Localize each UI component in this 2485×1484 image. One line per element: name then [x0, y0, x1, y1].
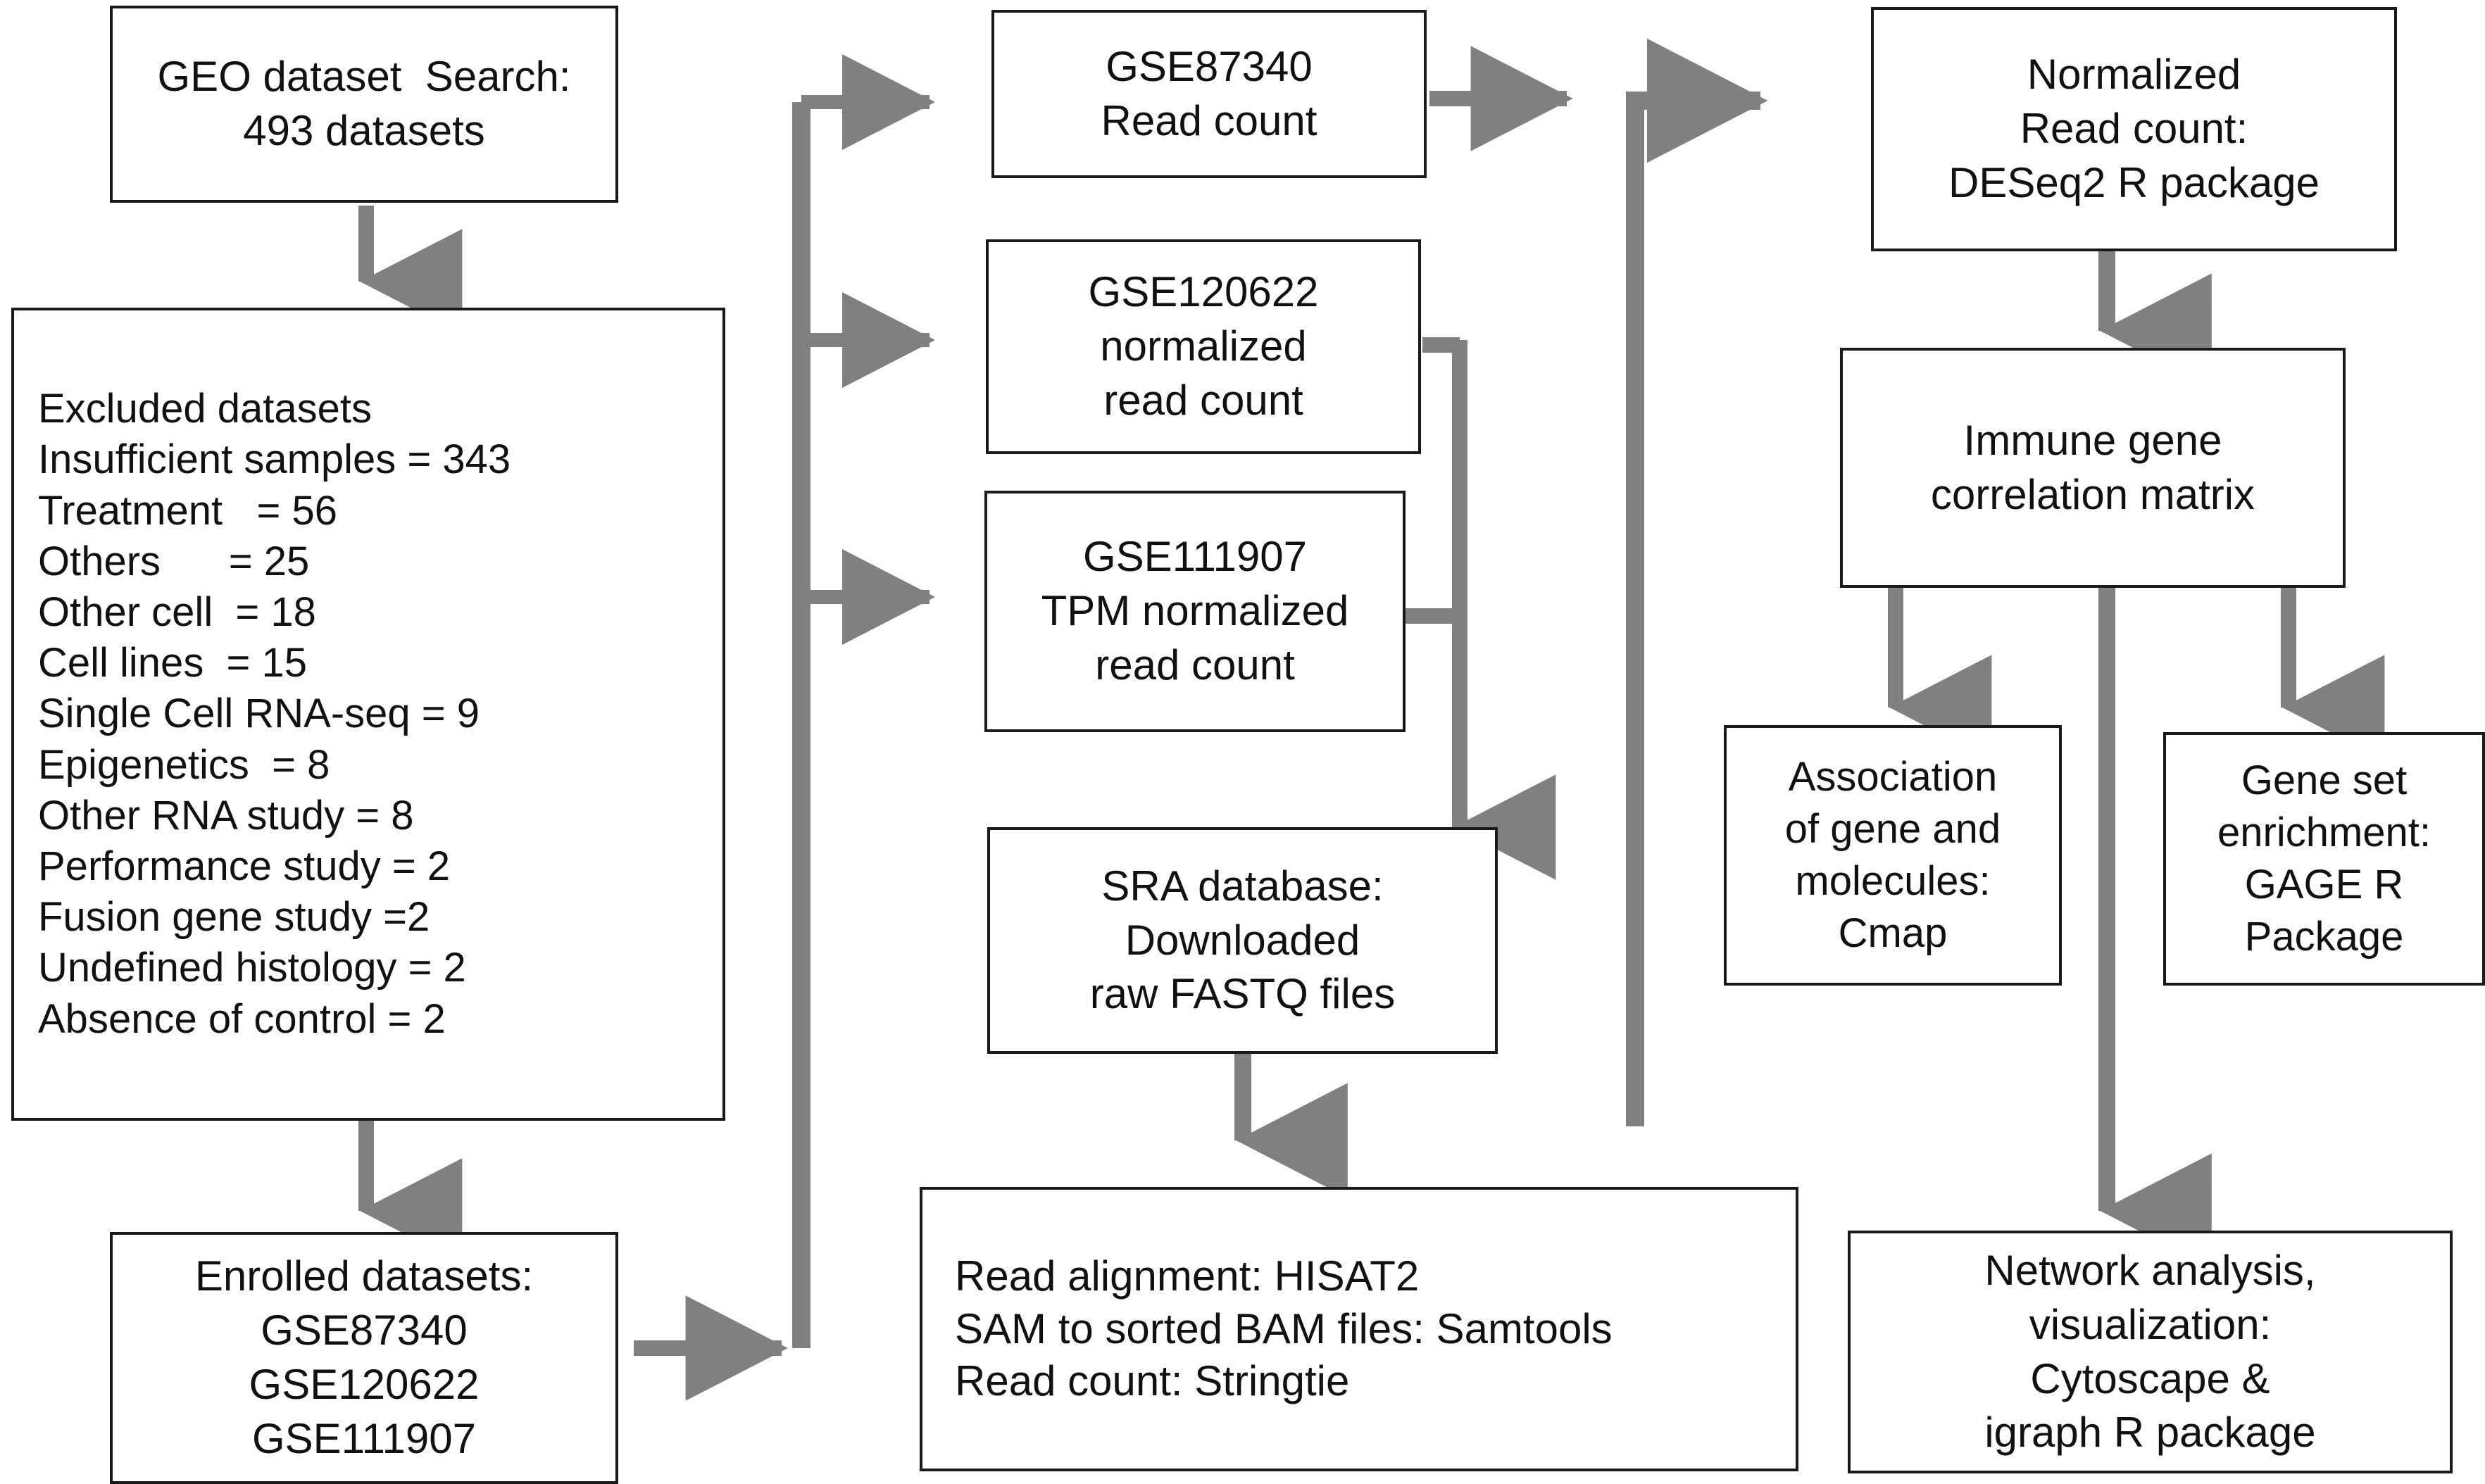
node-geo-dataset-search[interactable]: GEO dataset Search: 493 datasets: [110, 6, 618, 203]
gage-line-1: Gene set: [2241, 757, 2408, 803]
node-read-alignment[interactable]: Read alignment: HISAT2 SAM to sorted BAM…: [920, 1187, 1798, 1471]
cmap-line-2: of gene and: [1784, 805, 2001, 852]
enrolled-line-title: Enrolled datasets:: [194, 1252, 534, 1300]
excluded-line-insufficient-samples: Insufficient samples = 343: [38, 436, 511, 483]
cmap-line-1: Association: [1788, 753, 1998, 800]
network-line-4: igraph R package: [1984, 1409, 2316, 1457]
excluded-line-undefined-histology: Undefined histology = 2: [38, 945, 466, 991]
sra-line-3: raw FASTQ files: [1089, 970, 1396, 1018]
node-gse111907-tpm[interactable]: GSE111907 TPM normalized read count: [984, 491, 1406, 732]
enrolled-line-gse120622: GSE120622: [249, 1361, 480, 1408]
node-immune-gene-correlation-matrix[interactable]: Immune gene correlation matrix: [1840, 348, 2346, 588]
excluded-line-others: Others = 25: [38, 538, 310, 584]
excluded-line-treatment: Treatment = 56: [38, 487, 338, 534]
excluded-line-title: Excluded datasets: [38, 386, 372, 432]
alignment-line-read-alignment: Read alignment: HISAT2: [955, 1252, 1420, 1300]
alignment-line-sam-to-bam: SAM to sorted BAM files: Samtools: [955, 1304, 1613, 1352]
gage-line-2: enrichment:: [2217, 809, 2431, 855]
node-sra-database[interactable]: SRA database: Downloaded raw FASTQ files: [987, 827, 1498, 1054]
network-line-3: Cytoscape &: [2030, 1354, 2270, 1402]
node-gene-set-enrichment-gage[interactable]: Gene set enrichment: GAGE R Package: [2163, 732, 2485, 986]
network-line-1: Network analysis,: [1984, 1246, 2316, 1294]
node-gse87340-read-count[interactable]: GSE87340 Read count: [991, 10, 1427, 178]
geo-search-line-1: GEO dataset Search:: [157, 53, 571, 101]
enrolled-line-gse87340: GSE87340: [261, 1307, 468, 1354]
enrolled-line-gse111907: GSE111907: [251, 1414, 477, 1462]
node-enrolled-datasets[interactable]: Enrolled datasets: GSE87340 GSE120622 GS…: [110, 1232, 618, 1484]
gage-line-4: Package: [2244, 914, 2404, 960]
geo-search-line-2: 493 datasets: [243, 107, 485, 154]
normalized-line-3: DESeq2 R package: [1948, 158, 2320, 206]
cmap-line-4: Cmap: [1838, 910, 1948, 957]
gse111907-line-2: TPM normalized: [1041, 587, 1349, 635]
excluded-line-epigenetics: Epigenetics = 8: [38, 741, 330, 788]
normalized-line-1: Normalized: [2027, 51, 2241, 99]
excluded-line-fusion-gene-study: Fusion gene study =2: [38, 894, 430, 941]
alignment-line-read-count: Read count: Stringtie: [955, 1357, 1350, 1405]
node-gse120622-normalized[interactable]: GSE120622 normalized read count: [986, 239, 1421, 454]
correlation-line-2: correlation matrix: [1930, 470, 2255, 518]
gse87340-line-1: GSE87340: [1106, 42, 1313, 90]
excluded-line-performance-study: Performance study = 2: [38, 843, 451, 889]
excluded-line-absence-of-control: Absence of control = 2: [38, 995, 446, 1042]
correlation-line-1: Immune gene: [1963, 416, 2222, 464]
excluded-line-cell-lines: Cell lines = 15: [38, 640, 308, 686]
node-excluded-datasets[interactable]: Excluded datasets Insufficient samples =…: [11, 308, 725, 1121]
normalized-line-2: Read count:: [2020, 105, 2248, 153]
gage-line-3: GAGE R: [2244, 862, 2404, 907]
gse111907-line-3: read count: [1095, 641, 1295, 688]
node-normalized-read-count[interactable]: Normalized Read count: DESeq2 R package: [1871, 7, 2397, 251]
gse87340-line-2: Read count: [1101, 96, 1317, 144]
network-line-2: visualization:: [2029, 1300, 2272, 1348]
gse111907-line-1: GSE111907: [1082, 533, 1308, 581]
sra-line-1: SRA database:: [1101, 862, 1384, 910]
gse120622-line-2: normalized: [1100, 322, 1307, 370]
sra-line-2: Downloaded: [1125, 916, 1360, 964]
excluded-line-other-rna-study: Other RNA study = 8: [38, 792, 414, 838]
node-association-cmap[interactable]: Association of gene and molecules: Cmap: [1724, 725, 2062, 986]
gse120622-line-3: read count: [1103, 376, 1303, 424]
gse120622-line-1: GSE120622: [1088, 268, 1319, 316]
excluded-line-single-cell-rnaseq: Single Cell RNA-seq = 9: [38, 691, 480, 737]
excluded-line-other-cell: Other cell = 18: [38, 589, 316, 635]
node-network-analysis[interactable]: Network analysis, visualization: Cytosca…: [1848, 1231, 2453, 1473]
cmap-line-3: molecules:: [1795, 858, 1991, 904]
